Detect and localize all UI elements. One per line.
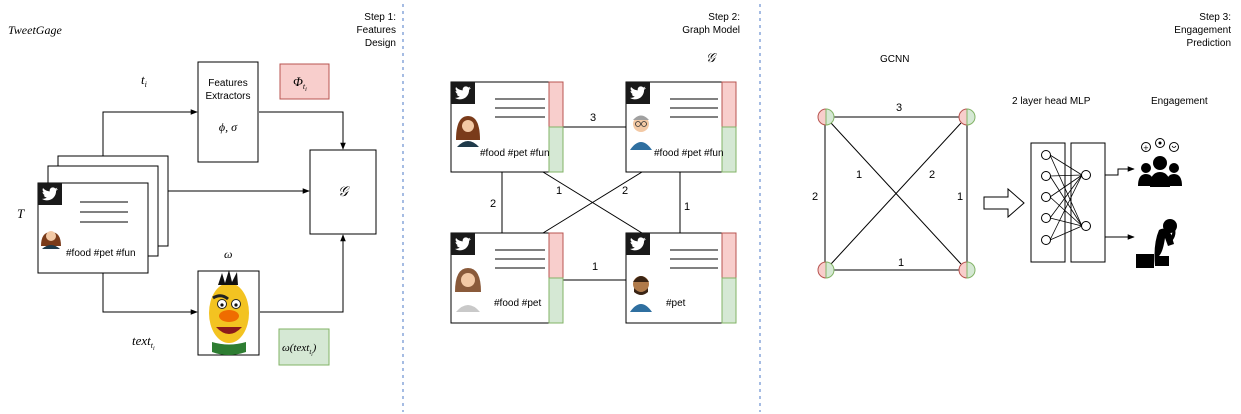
svg-text:Step 3:: Step 3: [1199,12,1231,23]
svg-text:3: 3 [590,112,596,124]
svg-text:Features: Features [357,25,396,36]
svg-text:Features: Features [208,78,247,89]
tweet-node: #food #pet #fun [625,81,737,173]
mlp-connection [1049,154,1083,176]
gcnn-node [817,108,835,126]
woman-avatar-icon [41,231,61,249]
step-1-label: Step 1: Features Design [357,12,396,49]
graph-G-box: 𝒢 [309,149,377,235]
svg-text:2: 2 [929,169,935,181]
hollow-arrow-icon [983,187,1025,219]
svg-text:2: 2 [812,191,818,203]
tweet-card-stack: #food #pet #fun [37,155,169,274]
svg-text:Prediction: Prediction [1187,38,1231,49]
mlp-connection [1049,174,1083,177]
svg-text:1: 1 [684,201,690,213]
man-glasses-avatar-icon [630,115,652,150]
step2-edge-weights: 3 2 1 1 1 2 [490,112,690,273]
svg-text:ϕ, σ: ϕ, σ [219,120,238,134]
tweet-ti-label: ti [141,72,147,89]
engaged-crowd-icon: + [1138,138,1182,187]
step-2-label: Step 2: Graph Model [682,12,740,36]
man-beard-avatar-icon [630,276,652,312]
svg-text:Graph Model: Graph Model [682,25,740,36]
svg-text:#food #pet: #food #pet [494,298,541,309]
gcnn-nodes [817,108,976,279]
svg-text:1: 1 [556,185,562,197]
gcnn-edges [824,116,968,271]
gcnn-edge-weights: 3 2 1 1 1 2 [812,102,963,269]
woman-avatar-icon [456,116,480,147]
omega-text-feature-box: ω(textti) [278,328,330,366]
svg-text:2: 2 [490,198,496,210]
svg-text:#food #pet #fun: #food #pet #fun [654,148,724,159]
mlp-connection [1049,174,1083,241]
mlp-connection [1049,174,1083,198]
gcnn-label: GCNN [880,54,909,65]
svg-text:+: + [1143,144,1149,152]
svg-text:Step 2:: Step 2: [708,12,740,23]
svg-text:Engagement: Engagement [1174,25,1231,36]
mlp-connection [1049,225,1083,241]
disengaged-person-icon [1136,219,1177,268]
svg-text:Step 1:: Step 1: [364,12,396,23]
text-ti-label: textti [132,333,155,352]
svg-text:ti: ti [141,72,147,89]
tweet-tags: #food #pet #fun [66,248,136,259]
svg-text:1: 1 [592,261,598,273]
mlp-connection [1049,175,1083,227]
svg-text:1: 1 [957,191,963,203]
tweet-node: #pet [625,232,737,324]
svg-text:#pet: #pet [666,298,686,309]
svg-text:#food #pet #fun: #food #pet #fun [480,148,550,159]
svg-text:Φti: Φti [293,74,307,93]
svg-text:Extractors: Extractors [205,91,250,102]
step-3-label: Step 3: Engagement Prediction [1174,12,1231,49]
mlp-connection [1049,196,1083,227]
step2-edges [501,126,681,281]
svg-text:3: 3 [896,102,902,114]
mlp-output-arrows [1105,166,1135,240]
mlp-connection [1049,217,1083,227]
gcnn-node [817,261,835,279]
mlp-connection [1049,154,1083,227]
tweet-node: #food #pet [450,232,564,324]
mlp-connection [1049,174,1083,219]
mlp-label: 2 layer head MLP [1012,96,1091,107]
svg-text:ω(textti): ω(textti) [282,342,317,358]
set-T-label: T [17,206,25,221]
svg-text:Design: Design [365,38,396,49]
engagement-label: Engagement [1151,96,1208,107]
svg-text:2: 2 [622,185,628,197]
step1-connectors [102,109,346,315]
svg-text:1: 1 [856,169,862,181]
svg-text:textti: textti [132,333,155,352]
tweet-node: #food #pet #fun [450,81,564,173]
omega-label: ω [224,247,232,261]
svg-text:1: 1 [898,257,904,269]
svg-text:𝒢: 𝒢 [338,185,350,200]
gcnn-node [958,108,976,126]
step2-graph-symbol: 𝒢 [706,50,718,65]
features-extractor-box: Features Extractors ϕ, σ [197,61,259,163]
phi-feature-box: Φti [279,63,330,100]
mlp-head [1030,142,1106,263]
woman-gray-avatar-icon [455,268,481,312]
diagram-title: TweetGage [8,23,62,37]
gcnn-node [958,261,976,279]
language-model-mascot-icon [197,270,260,356]
svg-text:T: T [17,206,25,221]
